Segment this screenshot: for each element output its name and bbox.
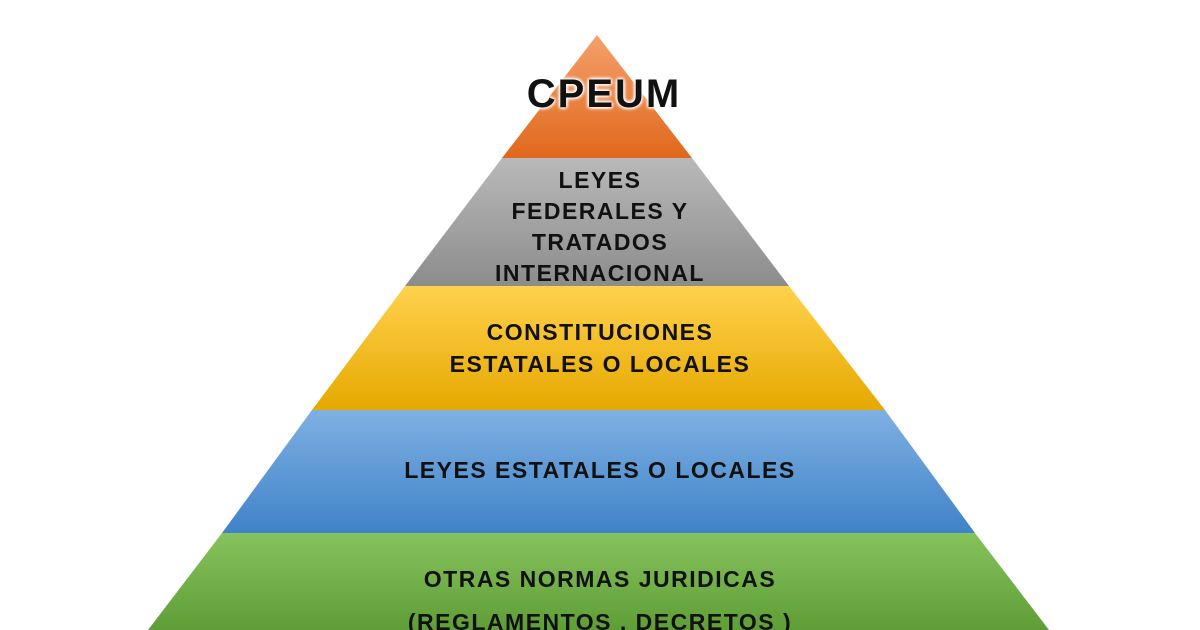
tier-label-leyes-federales: LEYES FEDERALES Y TRATADOS INTERNACIONAL bbox=[0, 165, 1200, 289]
tier-label-line: CONSTITUCIONES bbox=[486, 319, 714, 345]
tier-shape-cpeum bbox=[502, 35, 692, 158]
tier-shape-constituciones bbox=[312, 286, 885, 410]
tier-label-line: OTRAS NORMAS JURIDICAS bbox=[423, 566, 777, 592]
tier-label-leyes-estatales: LEYES ESTATALES O LOCALES bbox=[0, 455, 1200, 485]
tier-shape-leyes-federales bbox=[405, 158, 789, 286]
tier-label-constituciones: CONSTITUCIONES ESTATALES O LOCALES bbox=[0, 316, 1200, 380]
tier-label-line: FEDERALES Y bbox=[511, 198, 689, 224]
tier-shape-leyes-estatales bbox=[222, 410, 975, 533]
tier-label-otras-normas: OTRAS NORMAS JURIDICAS (REGLAMENTOS , DE… bbox=[0, 558, 1200, 630]
tier-label-line: INTERNACIONAL bbox=[495, 260, 705, 286]
tier-label-line: CPEUM bbox=[526, 72, 682, 116]
tier-label-line: LEYES bbox=[558, 167, 642, 193]
tier-label-line: (REGLAMENTOS , DECRETOS ) bbox=[407, 609, 793, 630]
tier-label-line: ESTATALES O LOCALES bbox=[449, 351, 751, 377]
tier-label-line: TRATADOS bbox=[531, 229, 669, 255]
tier-shape-otras-normas bbox=[148, 533, 1049, 630]
tier-label-line: LEYES ESTATALES O LOCALES bbox=[404, 457, 796, 483]
tier-label-cpeum: CPEUM bbox=[4, 72, 1200, 117]
